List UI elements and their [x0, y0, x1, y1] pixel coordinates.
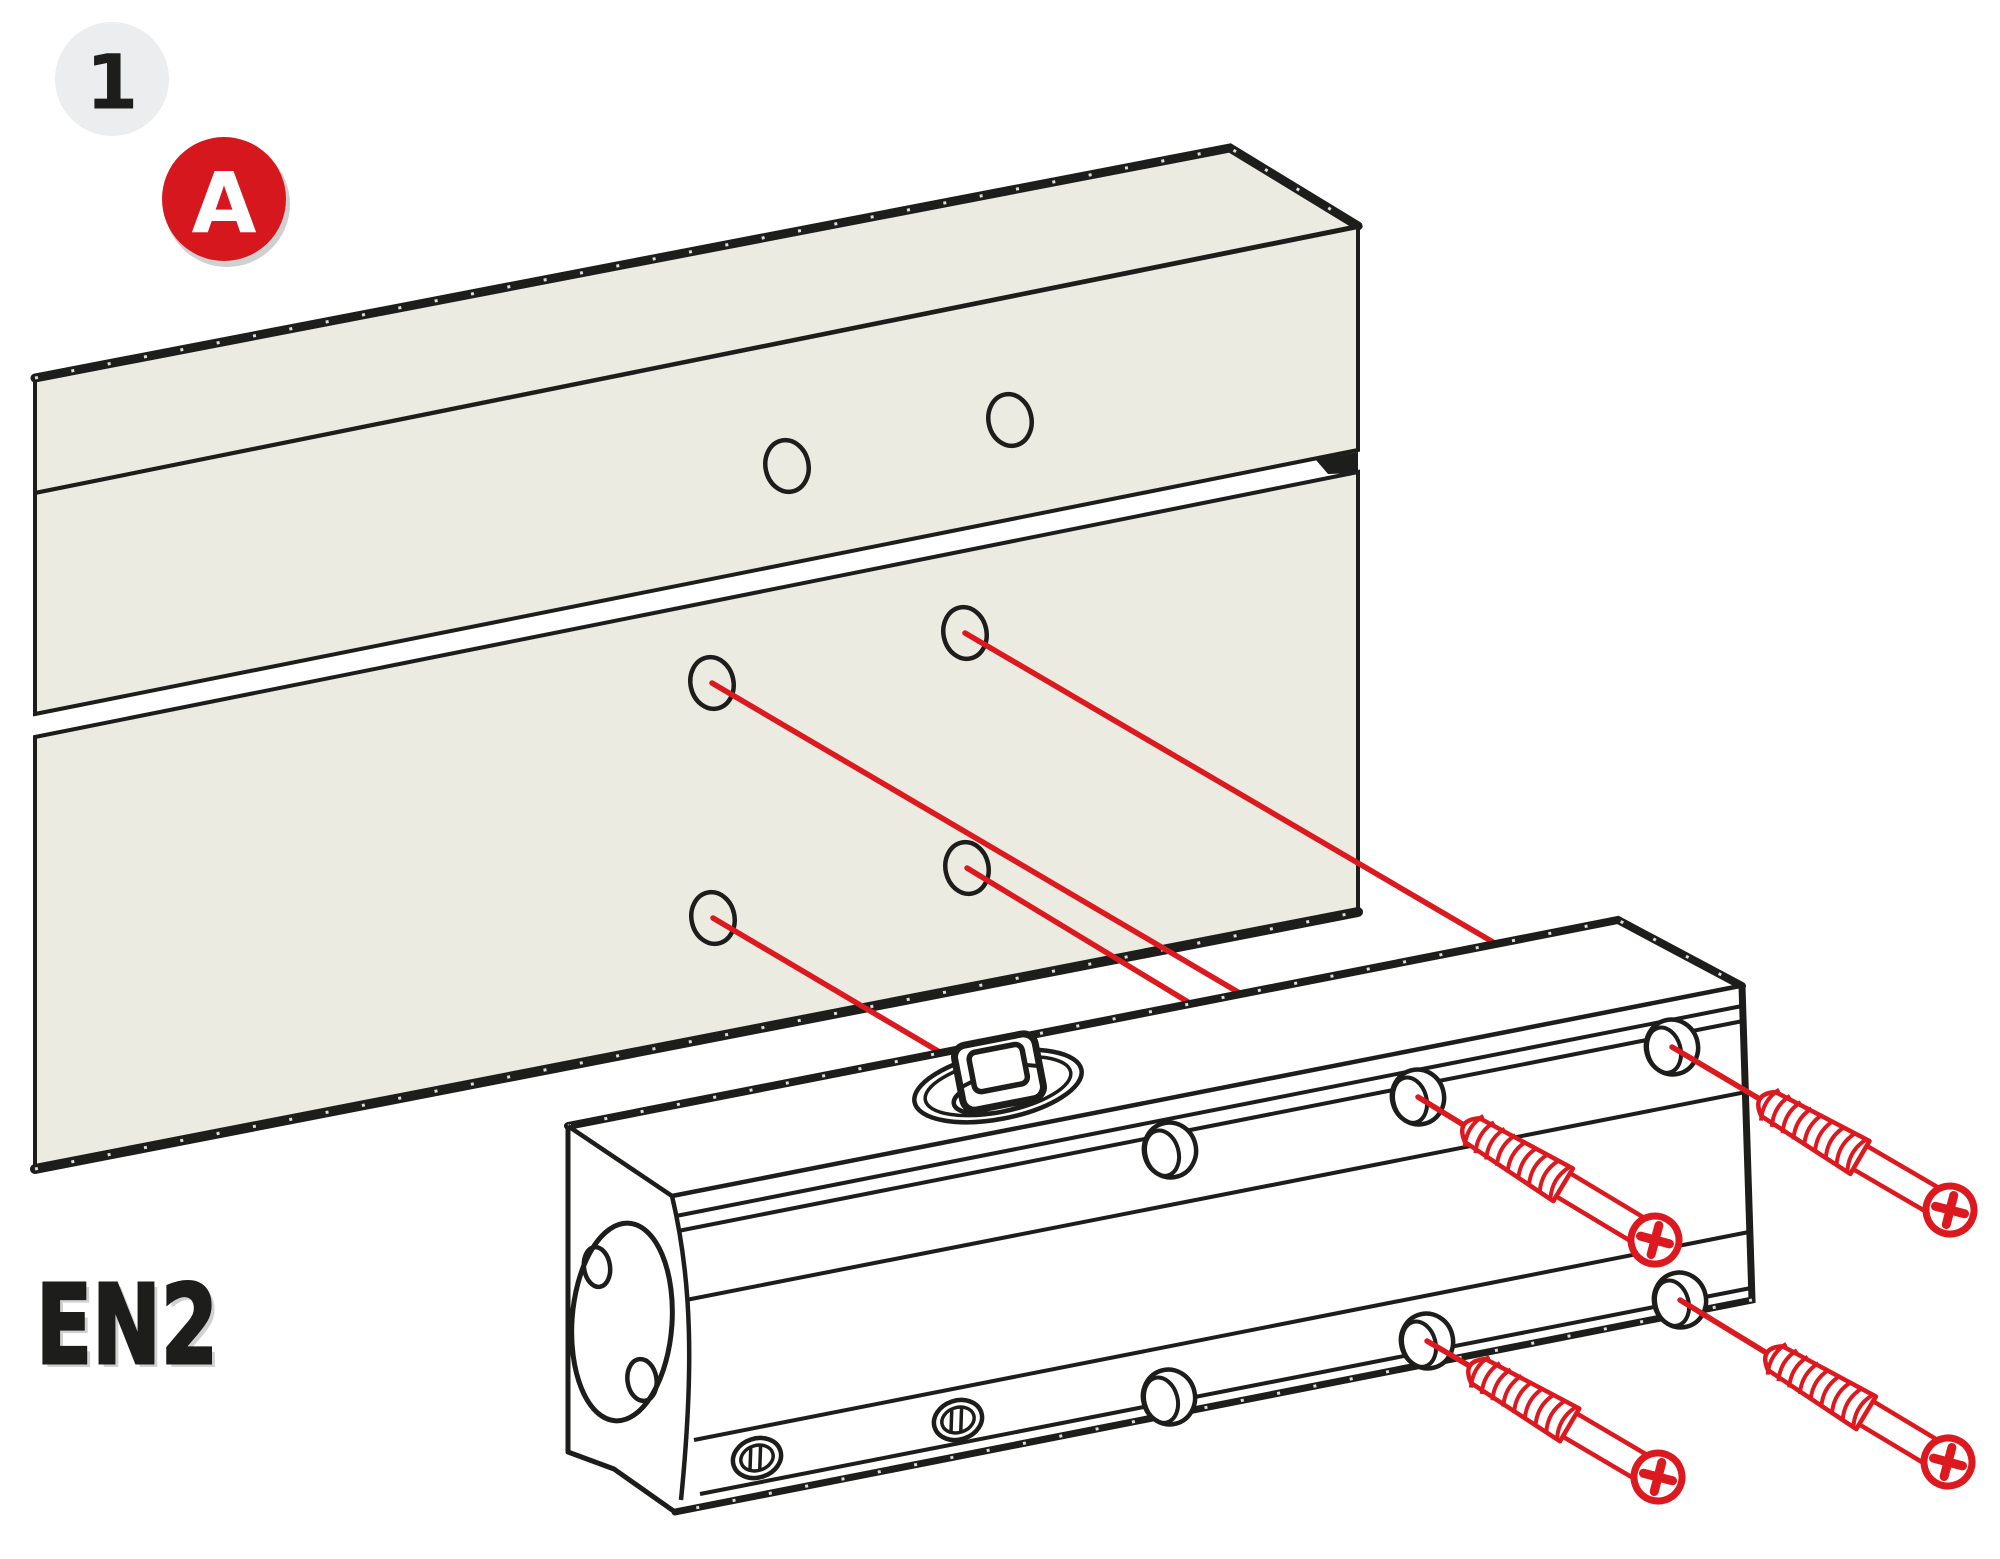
rating-label-text: EN2 [36, 1261, 218, 1389]
screw-guide-line [964, 865, 1196, 1008]
screw-guide-line [962, 630, 1501, 948]
frame-hole [763, 437, 811, 495]
phillips-cross-icon [1636, 1221, 1674, 1259]
screw-guide-line [1677, 1297, 1768, 1355]
frame-and-door [30, 143, 1364, 1174]
phillips-cross-icon [1929, 1443, 1967, 1481]
end-cap-ring [569, 1220, 675, 1424]
option-badge: A [162, 137, 290, 267]
frame-door-gap [1316, 452, 1358, 474]
frame-front-face [33, 224, 1360, 717]
end-cap-valve-hole [581, 1244, 613, 1290]
rating-label: EN2 EN2 [35, 1260, 223, 1394]
step-badge: 1 [55, 22, 169, 136]
screw-guide-lines [709, 630, 1501, 1057]
frame-pilot-holes [763, 391, 1034, 495]
step-badge-number: 1 [86, 38, 139, 127]
body-groove-line [675, 1004, 1743, 1218]
door-pilot-holes [688, 604, 991, 947]
mounting-screws [1460, 1087, 1978, 1505]
mounting-screw [1460, 1114, 1683, 1268]
screw-guide-line [1669, 1044, 1761, 1101]
mounting-screw [1763, 1342, 1976, 1490]
phillips-cross-icon [1930, 1190, 1970, 1230]
svg-text:EN2: EN2 [40, 1265, 222, 1393]
body-groove-line [699, 1286, 1752, 1496]
door-hole [688, 654, 736, 712]
mounting-screw [1756, 1087, 1978, 1238]
body-mount-hole [1141, 1120, 1199, 1180]
body-front-top-edge [671, 983, 1741, 1199]
door-hole [689, 889, 737, 947]
screw-guide-line [709, 680, 1246, 998]
body-mid-line [685, 1090, 1747, 1302]
closer-body [564, 915, 1756, 1516]
screw-guide-line [1415, 1094, 1465, 1127]
body-groove-line [677, 1019, 1744, 1233]
end-cap-valve-hole [625, 1356, 659, 1404]
mounting-screw [1466, 1354, 1686, 1505]
regulating-valves [730, 1397, 985, 1481]
body-groove-line [693, 1230, 1750, 1442]
phillips-cross-icon [1638, 1457, 1678, 1497]
screw-guide-line [1424, 1338, 1471, 1368]
frame-top-edge [30, 143, 1363, 383]
body-end-face-boundary [669, 1195, 692, 1501]
body-top-face-left-edge [566, 1124, 674, 1198]
frame-hole [986, 391, 1034, 449]
door-hole [941, 604, 989, 662]
valve-plug [931, 1397, 985, 1443]
pinion-spindle [912, 1030, 1084, 1125]
door-hole [943, 839, 991, 897]
option-badge-letter: A [191, 154, 256, 252]
screw-guide-line [710, 915, 946, 1057]
body-mount-hole [1140, 1367, 1198, 1427]
screw-guide-lines-exit [1415, 1044, 1768, 1368]
